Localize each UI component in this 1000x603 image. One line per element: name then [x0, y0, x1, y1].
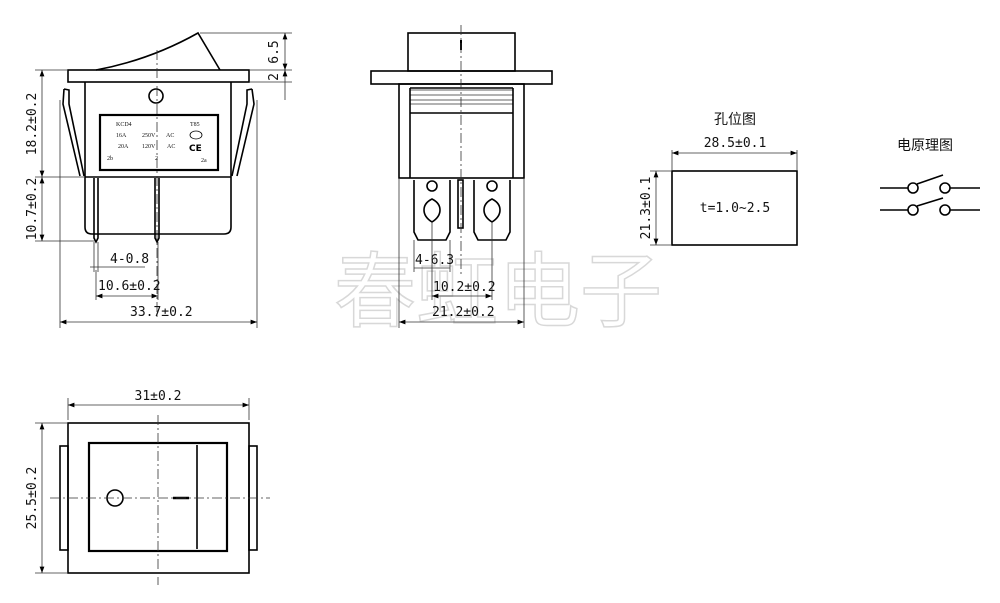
svg-text:21.3±0.1: 21.3±0.1 — [639, 177, 654, 240]
svg-text:10.2±0.2: 10.2±0.2 — [433, 280, 496, 295]
svg-text:10.7±0.2: 10.7±0.2 — [25, 178, 40, 241]
svg-text:AC: AC — [166, 133, 174, 139]
circuit-schematic: 电原理图 — [880, 138, 980, 216]
svg-text:2: 2 — [267, 73, 282, 81]
watermark: 春虹电子 — [334, 245, 662, 340]
switch-body — [84, 82, 232, 235]
svg-text:21.2±0.2: 21.2±0.2 — [432, 305, 495, 320]
snap-spring-right — [231, 88, 255, 177]
body-front — [398, 83, 525, 179]
svg-text:31±0.2: 31±0.2 — [135, 389, 182, 404]
cutout-rect — [671, 170, 798, 246]
svg-text:T85: T85 — [190, 122, 200, 128]
svg-text:25.5±0.2: 25.5±0.2 — [25, 467, 40, 530]
panel-cutout: 孔位图 28.5±0.1 t=1.0~2.5 21.3±0.1 — [639, 112, 798, 246]
svg-text:4-6.3: 4-6.3 — [415, 253, 454, 268]
top-view: 31±0.2 25.5±0.2 — [25, 389, 270, 585]
pin-center — [154, 178, 160, 244]
svg-text:120V: 120V — [142, 144, 156, 150]
side-view: KCD4 T85 16A 250V AC 20A 120V AC CE 2b 2… — [25, 31, 292, 328]
svg-text:10.6±0.2: 10.6±0.2 — [98, 279, 161, 294]
svg-text:AC: AC — [167, 144, 175, 150]
flange — [67, 69, 250, 83]
svg-text:6.5: 6.5 — [267, 40, 282, 63]
svg-text:18.2±0.2: 18.2±0.2 — [25, 93, 40, 156]
svg-text:250V: 250V — [142, 133, 156, 139]
snap-spring-left — [62, 88, 85, 177]
center-tab — [457, 179, 464, 229]
svg-text:t=1.0~2.5: t=1.0~2.5 — [700, 201, 770, 216]
cqc-mark-icon — [189, 130, 203, 140]
svg-text:2b: 2b — [107, 156, 113, 162]
rocker-front — [407, 32, 516, 72]
svg-text:28.5±0.1: 28.5±0.1 — [704, 136, 767, 151]
svg-text:16A: 16A — [116, 133, 127, 139]
indicator-hole — [148, 88, 164, 104]
cutout-title: 孔位图 — [714, 112, 756, 128]
schematic-title: 电原理图 — [897, 138, 953, 154]
svg-text:33.7±0.2: 33.7±0.2 — [130, 305, 193, 320]
label-plate — [98, 113, 220, 172]
svg-text:2a: 2a — [201, 158, 207, 164]
svg-text:2: 2 — [155, 156, 158, 162]
rocker-actuator — [95, 31, 221, 71]
svg-text:20A: 20A — [118, 144, 129, 150]
switch-pole-2 — [880, 197, 980, 216]
svg-text:KCD4: KCD4 — [116, 122, 132, 128]
front-view: 4-6.3 10.2±0.2 21.2±0.2 — [370, 25, 553, 328]
svg-text:4-0.8: 4-0.8 — [110, 252, 149, 267]
flange-front — [370, 70, 553, 85]
ce-mark-icon: CE — [189, 144, 202, 154]
switch-pole-1 — [880, 174, 980, 194]
pin-left — [93, 178, 99, 244]
